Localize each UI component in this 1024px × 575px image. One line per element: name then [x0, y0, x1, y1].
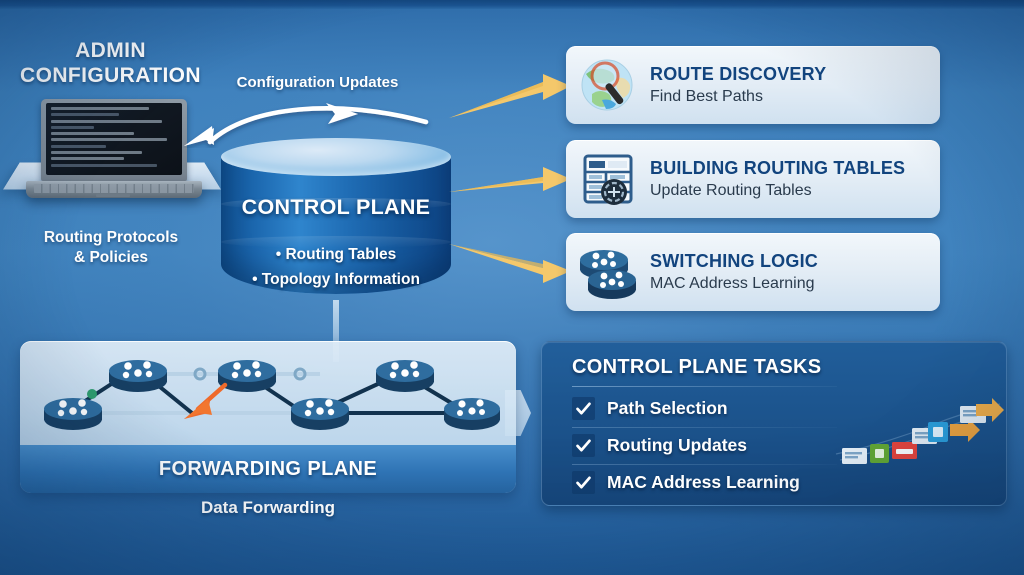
- card-switching-logic-text: SWITCHING LOGIC MAC Address Learning: [646, 250, 940, 295]
- code-line: [51, 113, 120, 117]
- cylinder-top: [221, 138, 451, 176]
- task-label: Path Selection: [607, 398, 728, 418]
- router-node: [44, 398, 102, 430]
- code-line: [51, 119, 162, 123]
- routing-protocols-caption: Routing Protocols & Policies: [6, 228, 216, 268]
- card-subtitle: Update Routing Tables: [650, 181, 812, 199]
- forwarding-plane-label: FORWARDING PLANE: [158, 457, 378, 480]
- stacked-routers-icon: [574, 239, 646, 305]
- task-item-mac-address-learning[interactable]: MAC Address Learning: [572, 471, 800, 494]
- router-node: [444, 398, 500, 430]
- checkmark-icon: [572, 471, 595, 494]
- admin-configuration-title: ADMIN CONFIGURATION: [8, 38, 213, 88]
- data-forwarding-caption: Data Forwarding: [200, 498, 336, 517]
- task-label: Routing Updates: [607, 435, 747, 455]
- code-line: [51, 125, 94, 129]
- control-plane-bullets: • Routing Tables • Topology Information: [221, 242, 451, 292]
- configuration-updates-label: Configuration Updates: [236, 74, 399, 91]
- code-line: [51, 144, 107, 148]
- gold-arrow-icon: [449, 74, 571, 118]
- task-divider: [572, 427, 837, 428]
- card-switching-logic[interactable]: SWITCHING LOGIC MAC Address Learning: [566, 233, 940, 311]
- card-title: ROUTE DISCOVERY: [650, 63, 827, 84]
- control-plane-bullet: • Routing Tables: [275, 246, 397, 263]
- task-label: MAC Address Learning: [607, 472, 800, 492]
- task-item-path-selection[interactable]: Path Selection: [572, 397, 728, 420]
- router-network-topology-icon: [44, 360, 500, 430]
- laptop-icon: [2, 95, 222, 205]
- top-band: [0, 0, 1024, 9]
- cylinder-body: [221, 156, 451, 294]
- terminal-display: [46, 103, 182, 175]
- admin-title-line2: CONFIGURATION: [20, 64, 201, 87]
- routing-protocols-line1: Routing Protocols: [43, 229, 179, 246]
- card-title: BUILDING ROUTING TABLES: [650, 157, 906, 178]
- card-title: SWITCHING LOGIC: [650, 250, 818, 271]
- card-subtitle: MAC Address Learning: [650, 274, 815, 292]
- ascending-blocks-arrow-icon: [835, 398, 1004, 464]
- routing-protocols-line2: & Policies: [73, 249, 149, 266]
- gold-arrow-icon: [449, 244, 571, 283]
- double-headed-curved-arrow-icon: [184, 103, 429, 146]
- admin-title-line1: ADMIN: [75, 39, 146, 62]
- globe-magnifier-icon: [574, 52, 646, 118]
- forwarding-plane-panel: FORWARDING PLANE: [20, 341, 516, 493]
- orange-packet-arrow-icon: [184, 382, 228, 419]
- tasks-title-divider: [572, 386, 837, 387]
- card-route-discovery[interactable]: ROUTE DISCOVERY Find Best Paths: [566, 46, 940, 124]
- card-building-routing-tables-text: BUILDING ROUTING TABLES Update Routing T…: [646, 157, 940, 202]
- card-subtitle: Find Best Paths: [650, 87, 763, 105]
- code-line: [51, 138, 167, 142]
- task-item-routing-updates[interactable]: Routing Updates: [572, 434, 747, 457]
- control-plane-title: CONTROL PLANE: [241, 195, 431, 219]
- cylinder-ring: [221, 198, 451, 210]
- control-to-forwarding-connector: [333, 300, 339, 362]
- routing-table-icon: [574, 146, 646, 212]
- code-line: [51, 157, 125, 161]
- checkmark-icon: [572, 397, 595, 420]
- router-node: [109, 360, 167, 392]
- router-node: [376, 360, 434, 392]
- forwarding-plane-bar: FORWARDING PLANE: [20, 445, 516, 493]
- laptop-keyboard: [34, 183, 194, 193]
- code-line: [51, 163, 157, 167]
- code-line: [51, 107, 150, 110]
- control-plane-bullet: • Topology Information: [252, 271, 420, 288]
- router-node: [218, 360, 276, 392]
- card-building-routing-tables[interactable]: BUILDING ROUTING TABLES Update Routing T…: [566, 140, 940, 218]
- gold-arrow-icon: [449, 167, 571, 192]
- cylinder-ring: [221, 236, 451, 248]
- control-plane-tasks-title: CONTROL PLANE TASKS: [572, 356, 822, 378]
- router-node: [291, 398, 349, 430]
- laptop-touchpad: [96, 194, 130, 197]
- code-line: [51, 132, 135, 136]
- task-divider: [572, 464, 837, 465]
- code-line: [51, 151, 142, 155]
- checkmark-icon: [572, 434, 595, 457]
- control-plane-tasks-panel: CONTROL PLANE TASKS Path Selection Routi…: [541, 341, 1007, 506]
- card-route-discovery-text: ROUTE DISCOVERY Find Best Paths: [646, 63, 940, 108]
- laptop-screen: [41, 99, 187, 181]
- control-plane-cylinder: CONTROL PLANE • Routing Tables • Topolog…: [221, 138, 451, 313]
